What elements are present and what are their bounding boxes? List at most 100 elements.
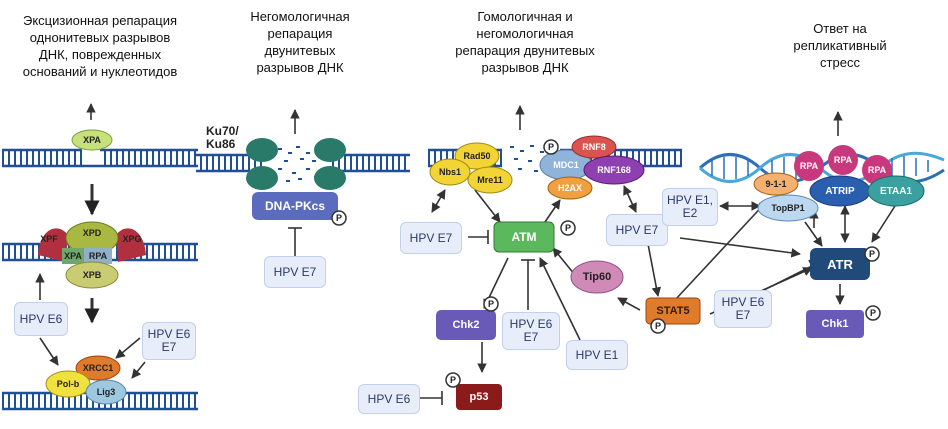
rnf168-protein	[583, 155, 645, 185]
polb-protein	[45, 370, 91, 398]
rpa-complex-protein	[84, 248, 112, 264]
topbp1-protein	[757, 194, 819, 222]
xpf-protein	[38, 228, 68, 262]
stat5-box	[645, 297, 701, 325]
hpv-line: E7	[735, 308, 751, 322]
xpa-complex-protein	[62, 248, 84, 264]
mdc1-label: MDC1	[553, 160, 579, 170]
phospho-label: P	[869, 308, 876, 318]
xpa-complex-label: XPA	[64, 251, 82, 261]
lig3-label: Lig3	[96, 387, 116, 397]
nbs1-protein	[429, 158, 471, 186]
panel-title-line: стресс	[820, 55, 860, 70]
panel-title-homologous-repair: Гомологичная и негомологичная репарация …	[430, 8, 620, 76]
phospho-label: P	[547, 142, 554, 152]
tip60-label: Tip60	[582, 271, 612, 283]
panel-title-line: Эксцизионная репарация	[22, 13, 177, 28]
hpv-e6-e7-excision: HPV E6 E7	[142, 322, 196, 360]
hpv-e6-e7-hr: HPV E6 E7	[502, 312, 560, 350]
rnf168-label: RNF168	[597, 165, 631, 175]
xpf-label: XPF	[40, 234, 58, 244]
p53-box	[456, 384, 502, 410]
ku-line: Ku70/	[206, 124, 239, 138]
atr-label: ATR	[827, 256, 853, 272]
etaa1-protein	[867, 175, 925, 207]
chk2-box	[436, 310, 496, 340]
tip60-protein	[570, 260, 624, 294]
lig3-protein	[85, 379, 127, 405]
etaa1-label: ETAA1	[879, 185, 913, 197]
phospho-markers	[331, 139, 881, 388]
panel-title-line: Ответ на	[813, 21, 867, 36]
rpa-label-3: RPA	[867, 165, 887, 175]
atm-box	[493, 221, 555, 253]
h2ax-protein	[547, 176, 593, 200]
n911-protein	[753, 172, 799, 196]
hpv-line: HPV E6	[721, 295, 765, 309]
arrows	[35, 103, 896, 405]
rnf8-protein	[571, 135, 617, 159]
ku70-ku86-label: Ku70/ Ku86	[206, 123, 258, 153]
topbp1-label: TopBP1	[771, 203, 805, 213]
hpv-e7-hr-right: HPV E7	[606, 214, 668, 246]
panel-title-line: Негомологичная	[250, 9, 350, 24]
hpv-line: E2	[682, 206, 698, 220]
hpv-e1-hr: HPV E1	[566, 340, 628, 370]
hpv-line: E7	[523, 330, 539, 344]
hpv-line: HPV E1,	[666, 193, 714, 207]
hpv-e7-nhej: HPV E7	[264, 256, 326, 288]
n911-label: 9-1-1	[765, 179, 787, 189]
hpv-e1-e2: HPV E1, E2	[662, 188, 718, 226]
panel-title-line: однонитевых разрывов	[29, 30, 171, 45]
ku70-ku86-complex	[246, 138, 346, 190]
panel-title-line: репарация двунитевых	[455, 43, 595, 58]
mre11-label: Mre11	[477, 175, 503, 185]
xpb-protein	[65, 261, 119, 289]
nbs1-label: Nbs1	[438, 167, 461, 177]
panel-title-replication-stress: Ответ на репликативный стресс	[770, 20, 910, 71]
hpv-line: E7	[161, 340, 177, 354]
hpv-e6-e7-replication: HPV E6 E7	[714, 290, 772, 328]
panel-title-line: негомологичная	[476, 26, 574, 41]
xpg-label: XPG	[122, 234, 142, 244]
chk1-box	[806, 310, 864, 338]
phospho-label: P	[564, 223, 571, 233]
panel-title-nhej: Негомологичная репарация двунитевых разр…	[230, 8, 370, 76]
panel-title-excision-repair: Эксцизионная репарация однонитевых разры…	[0, 12, 200, 80]
xpb-label: XPB	[82, 270, 102, 280]
rpa-label-2: RPA	[833, 155, 853, 165]
xpg-protein	[116, 228, 146, 262]
polb-label: Pol-b	[56, 379, 80, 389]
rpa-protein-2	[828, 145, 858, 175]
xpa-protein	[71, 129, 113, 151]
rpa-complex-label: RPA	[88, 251, 108, 261]
hpv-line: HPV E6	[147, 327, 191, 341]
panel-title-line: репликативный	[793, 38, 887, 53]
phospho-label: P	[335, 213, 342, 223]
h2ax-label: H2AX	[557, 183, 582, 193]
dnapk-label: DNA-PKcs	[264, 199, 325, 213]
dna-nhej	[196, 146, 410, 182]
xpd-label: XPD	[82, 228, 102, 238]
atrip-label: ATRIP	[825, 185, 855, 197]
phospho-label: P	[487, 299, 494, 309]
rnf8-label: RNF8	[582, 142, 606, 152]
mre11-protein	[467, 166, 513, 194]
panel-title-line: репарация	[267, 26, 333, 41]
phospho-label: P	[868, 249, 875, 259]
hpv-e7-hr-left: HPV E7	[400, 222, 462, 254]
xpa-label: XPA	[83, 135, 101, 145]
stat5-label: STAT5	[656, 305, 690, 317]
ku-line: Ku86	[206, 137, 236, 151]
rad50-label: Rad50	[463, 151, 491, 161]
xrcc1-protein	[75, 355, 121, 381]
panel-title-line: ДНК, поврежденных	[38, 47, 162, 62]
chk2-label: Chk2	[452, 319, 480, 331]
p53-label: p53	[469, 391, 489, 403]
panel-title-line: разрывов ДНК	[256, 60, 344, 75]
chk1-label: Chk1	[821, 318, 849, 330]
hpv-e6-hr: HPV E6	[358, 384, 420, 414]
panel-title-line: разрывов ДНК	[481, 60, 569, 75]
